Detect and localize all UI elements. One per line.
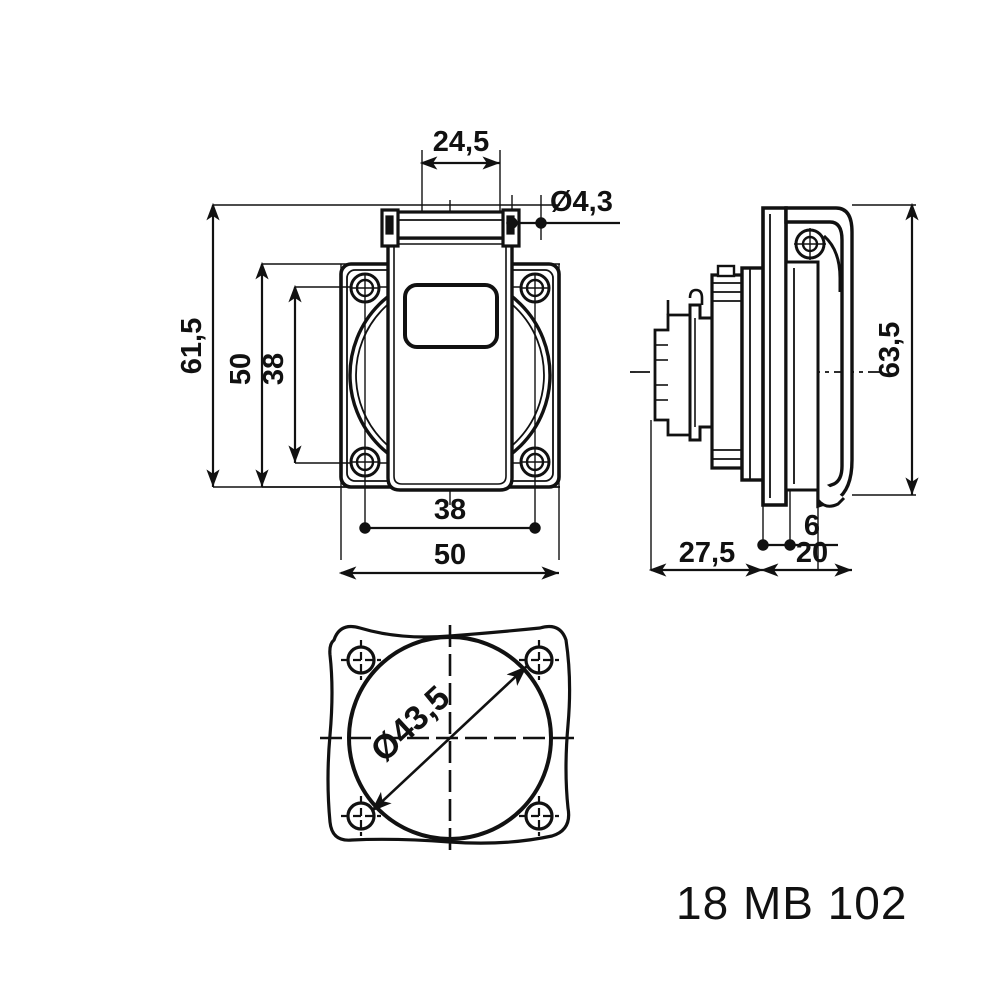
- dimension-50-vertical: 50: [225, 261, 269, 487]
- gasket-hole-bottom-left: [341, 796, 381, 836]
- side-hinged-lid: [784, 206, 854, 509]
- dimension-20-label: 20: [796, 537, 828, 569]
- side-view: [630, 204, 916, 570]
- dimension-63-5-label: 63,5: [874, 322, 906, 378]
- dimension-50-horizontal: 50: [338, 539, 559, 580]
- screw-hole-bottom-right: [519, 446, 551, 478]
- gasket-hole-top-right: [519, 640, 559, 680]
- screw-hole-bottom-left: [349, 446, 381, 478]
- dimension-63-5: 63,5: [874, 202, 919, 495]
- gasket-diameter-leader: [371, 665, 528, 812]
- dimension-38-vertical: 38: [258, 284, 302, 463]
- front-lid-window: [403, 283, 499, 349]
- dimension-24-5: 24,5: [419, 126, 500, 170]
- front-lid-outline: [386, 236, 514, 492]
- gasket-hole-top-left: [341, 640, 381, 680]
- front-corner-screw-holes: [349, 272, 551, 478]
- screw-hole-top-right: [519, 272, 551, 304]
- dimension-6: 6: [757, 510, 838, 551]
- part-number-label: 18 MB 102: [676, 877, 908, 929]
- side-body-block: [784, 260, 820, 492]
- dimension-24-5-label: 24,5: [433, 126, 489, 158]
- front-hinge-pin-right: [506, 215, 515, 235]
- dimension-50-vertical-label: 50: [225, 353, 257, 385]
- dimension-27-5-label: 27,5: [679, 537, 735, 569]
- dimension-38-horizontal: 38: [359, 494, 541, 534]
- gasket-view: Ø43,5: [320, 624, 580, 852]
- front-lid-inner-outline: [393, 243, 507, 485]
- dimension-hole-diameter-label: Ø4,3: [550, 186, 613, 218]
- dimension-38-vertical-label: 38: [258, 353, 290, 385]
- dimension-38-horizontal-label: 38: [434, 494, 466, 526]
- side-interface-block: [710, 264, 744, 470]
- side-pin-carrier: [688, 288, 714, 442]
- side-mounting-flange: [761, 206, 788, 507]
- dimension-6-label: 6: [804, 510, 820, 542]
- front-lid-hinge-band: [386, 210, 514, 240]
- gasket-hole-bottom-right: [519, 796, 559, 836]
- dimension-50-horizontal-label: 50: [434, 539, 466, 571]
- front-view: [213, 150, 561, 560]
- dimension-20: 20: [760, 537, 852, 577]
- front-hinge-pin-left: [385, 215, 394, 235]
- dimension-27-5: 27,5: [648, 537, 763, 577]
- dimension-61-5-label: 61,5: [176, 318, 208, 374]
- dimension-hole-diameter: Ø4,3: [506, 186, 620, 229]
- gasket-corner-holes: [341, 640, 559, 836]
- side-rear-contact-block: [653, 300, 692, 437]
- screw-hole-top-left: [349, 272, 381, 304]
- dimension-61-5: 61,5: [176, 202, 220, 487]
